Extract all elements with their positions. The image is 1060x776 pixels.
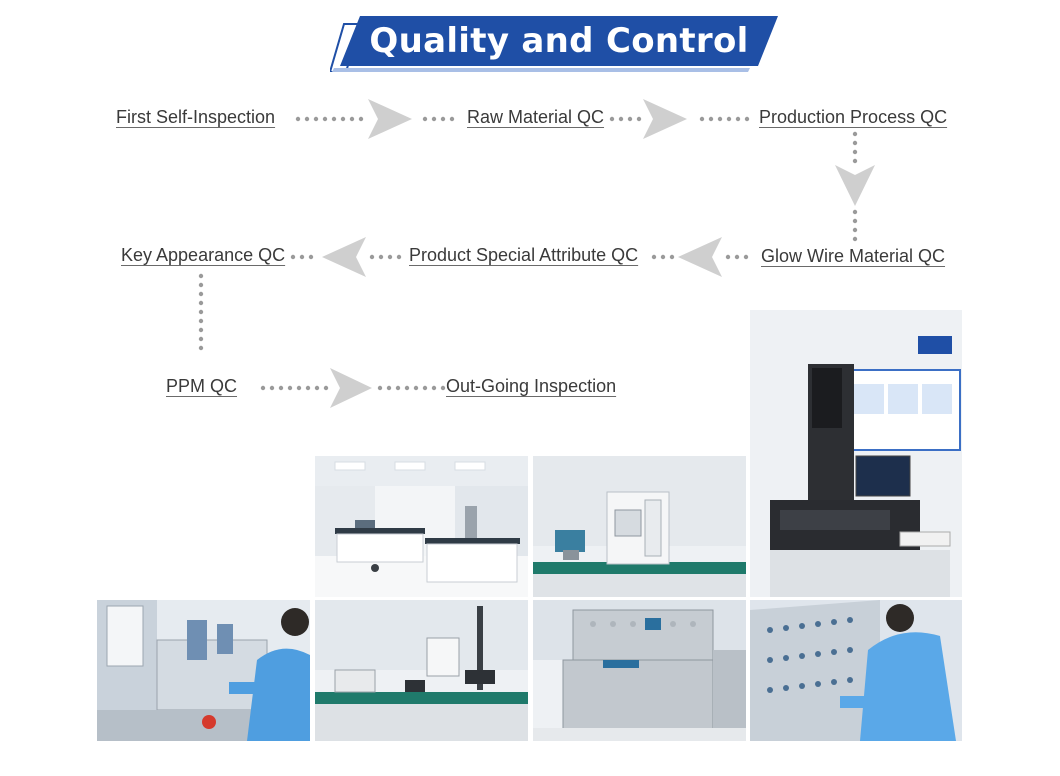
step-glow-wire-material-qc[interactable]: Glow Wire Material QC bbox=[761, 246, 946, 266]
step-product-special-attribute-qc[interactable]: Product Special Attribute QC bbox=[409, 245, 639, 265]
dots-row1-c bbox=[609, 116, 642, 122]
arrow-left-icon bbox=[322, 237, 366, 277]
lab-room-photo bbox=[315, 456, 528, 597]
arrow-right-icon bbox=[368, 99, 412, 139]
step-out-going-inspection[interactable]: Out-Going Inspection bbox=[446, 376, 617, 396]
dots-row2-a bbox=[725, 254, 749, 260]
step-key-appearance-qc[interactable]: Key Appearance QC bbox=[121, 245, 286, 265]
dots-row2-b bbox=[651, 254, 675, 260]
arrow-left-icon bbox=[678, 237, 722, 277]
dots-row1-d bbox=[699, 116, 750, 122]
technician-assembly-photo bbox=[97, 600, 310, 741]
dots-row3-a bbox=[260, 385, 329, 391]
dots-row2-d bbox=[290, 254, 314, 260]
technician-panel-photo bbox=[750, 600, 962, 741]
test-cabinet-photo bbox=[533, 456, 746, 597]
arrow-down-icon bbox=[835, 165, 875, 206]
banner-background bbox=[330, 16, 778, 72]
tensile-tester-photo bbox=[315, 600, 528, 741]
stainless-test-chamber-photo bbox=[533, 600, 746, 741]
arrow-right-icon bbox=[330, 368, 372, 408]
title-banner: Quality and Control bbox=[330, 16, 778, 72]
dots-row1-a bbox=[295, 116, 364, 122]
dots-row1-b bbox=[422, 116, 455, 122]
step-raw-material-qc[interactable]: Raw Material QC bbox=[467, 107, 605, 127]
dots-vertical-right-top bbox=[852, 131, 858, 164]
dots-row3-b bbox=[377, 385, 446, 391]
dots-vertical-left bbox=[198, 273, 204, 351]
step-production-process-qc[interactable]: Production Process QC bbox=[759, 107, 948, 127]
dots-vertical-right-bottom bbox=[852, 209, 858, 242]
arrow-right-icon bbox=[643, 99, 687, 139]
step-first-self-inspection[interactable]: First Self-Inspection bbox=[116, 107, 276, 127]
page-title: Quality and Control bbox=[369, 21, 749, 61]
step-ppm-qc[interactable]: PPM QC bbox=[166, 376, 238, 396]
measuring-machine-photo bbox=[750, 310, 962, 597]
dots-row2-c bbox=[369, 254, 402, 260]
